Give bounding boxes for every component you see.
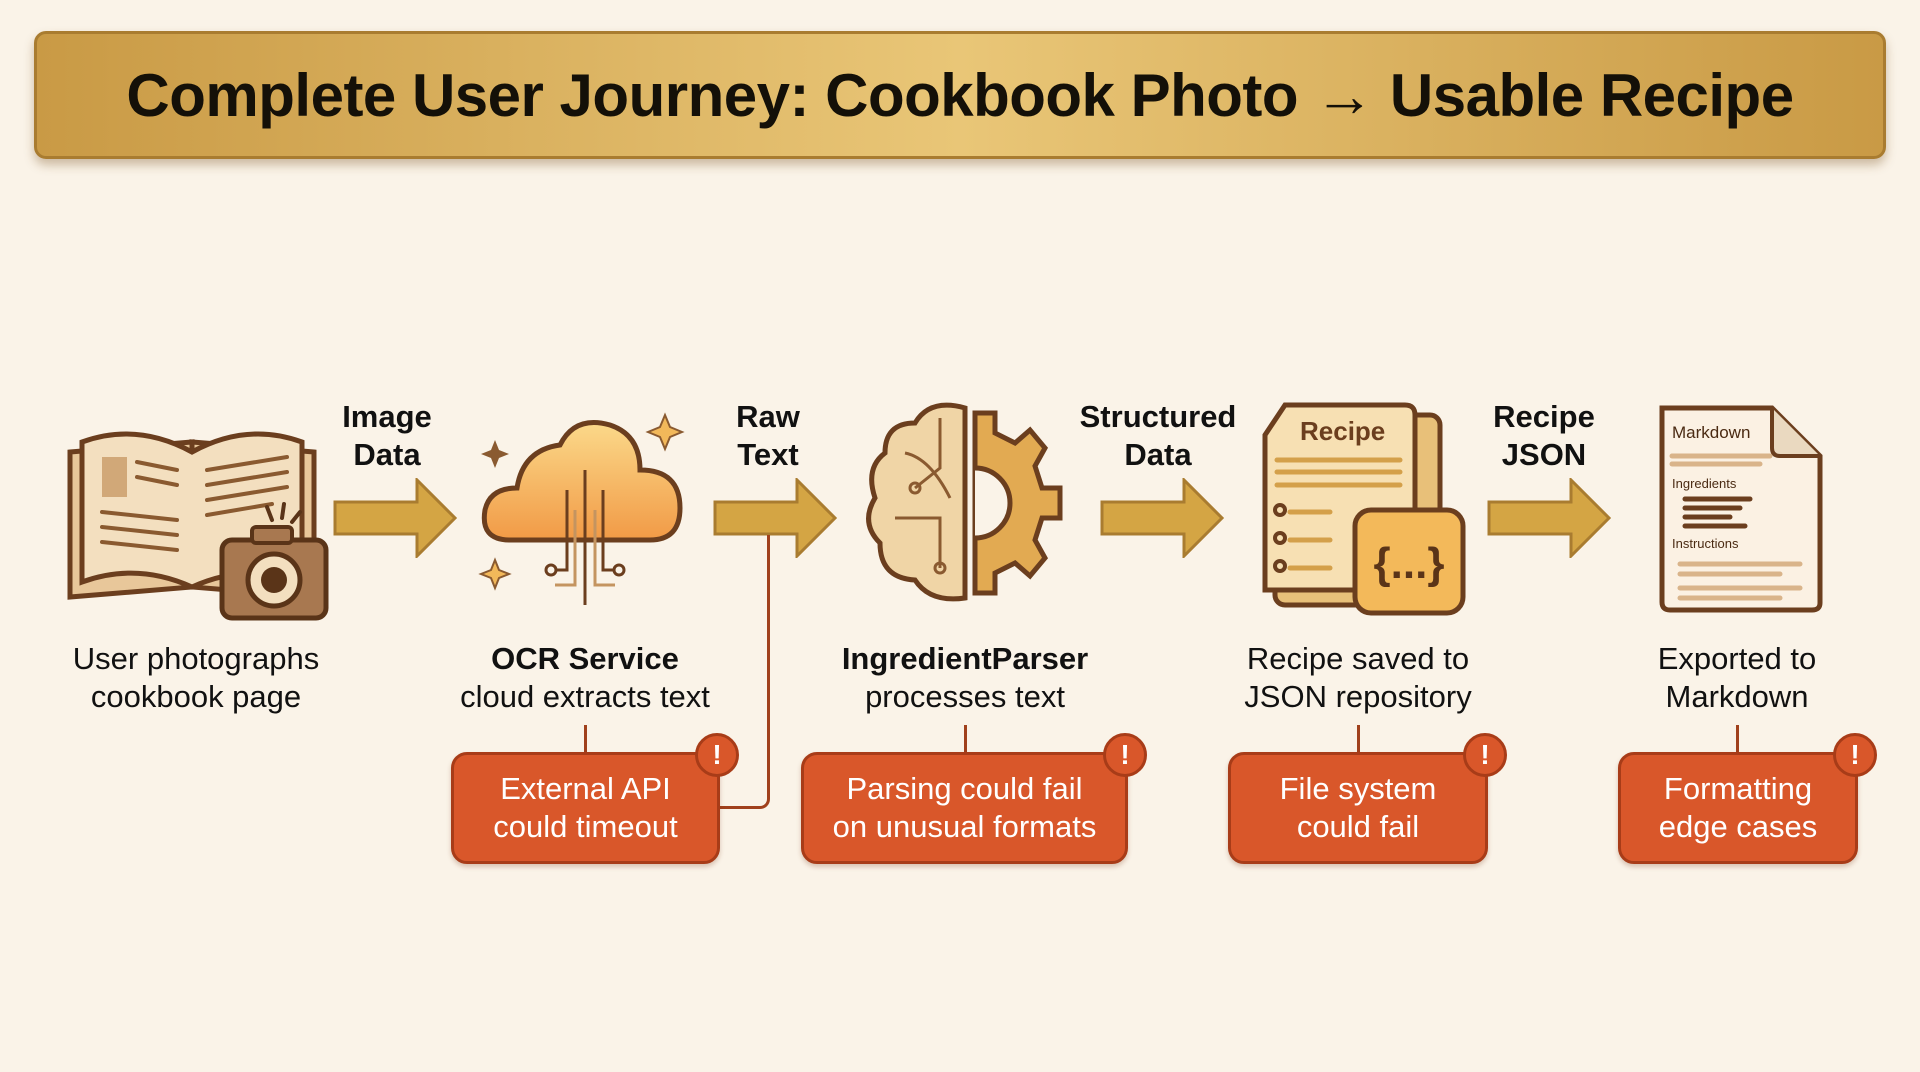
risk-text: could fail (1296, 809, 1420, 844)
arrow-label-line: Image (342, 399, 432, 434)
book-camera-icon (67, 431, 329, 621)
caption-line: Recipe saved to (1246, 641, 1470, 676)
risk-connector (1736, 725, 1739, 753)
risk-side-connector (720, 535, 770, 809)
warning-icon: ! (1463, 733, 1507, 777)
caption-line: cookbook page (90, 679, 302, 714)
caption-line: Markdown (1665, 679, 1809, 714)
arrow-label-line: Recipe (1493, 399, 1595, 434)
arrow-label-line: Structured (1079, 399, 1237, 434)
json-badge: {...} (1374, 539, 1445, 588)
risk-connector (1357, 725, 1360, 753)
arrow-label-line: Raw (736, 399, 800, 434)
caption-title: IngredientParser (841, 641, 1089, 676)
warning-icon: ! (695, 733, 739, 777)
markdown-doc-icon: Markdown Ingredients Instructions (1659, 405, 1823, 613)
risk-text: External API (500, 771, 671, 806)
risk-text: could timeout (493, 809, 678, 844)
flow-arrow (333, 478, 457, 558)
risk-text: File system (1279, 771, 1437, 806)
risk-connector (964, 725, 967, 753)
recipe-json-icon: Recipe {...} (1262, 402, 1466, 616)
markdown-doc-title: Markdown (1672, 423, 1750, 442)
cloud-ocr-icon (478, 412, 685, 605)
risk-connector (584, 725, 587, 753)
caption-line: User photographs (72, 641, 320, 676)
instructions-heading: Instructions (1672, 536, 1739, 551)
title-banner: Complete User Journey: Cookbook Photo → … (34, 31, 1886, 159)
warning-icon: ! (1833, 733, 1877, 777)
warning-icon: ! (1103, 733, 1147, 777)
risk-text: Formatting (1663, 771, 1813, 806)
page-title: Complete User Journey: Cookbook Photo → … (126, 61, 1794, 129)
caption-line: Exported to (1657, 641, 1817, 676)
arrow-label-line: Text (737, 437, 799, 472)
arrow-label-line: JSON (1501, 437, 1587, 472)
caption-line: processes text (865, 679, 1065, 714)
flow-arrow (713, 478, 837, 558)
recipe-doc-title: Recipe (1300, 416, 1385, 446)
arrow-label-line: Data (353, 437, 421, 472)
brain-gear-icon (866, 402, 1063, 602)
risk-text: Parsing could fail (846, 771, 1083, 806)
ingredients-heading: Ingredients (1672, 476, 1737, 491)
arrow-label-line: Data (1124, 437, 1192, 472)
risk-text: edge cases (1658, 809, 1818, 844)
caption-title: OCR Service (491, 641, 679, 676)
risk-text: on unusual formats (832, 809, 1097, 844)
caption-line: cloud extracts text (460, 679, 710, 714)
caption-line: JSON repository (1244, 679, 1472, 714)
flow-arrow (1487, 478, 1611, 558)
flow-arrow (1100, 478, 1224, 558)
